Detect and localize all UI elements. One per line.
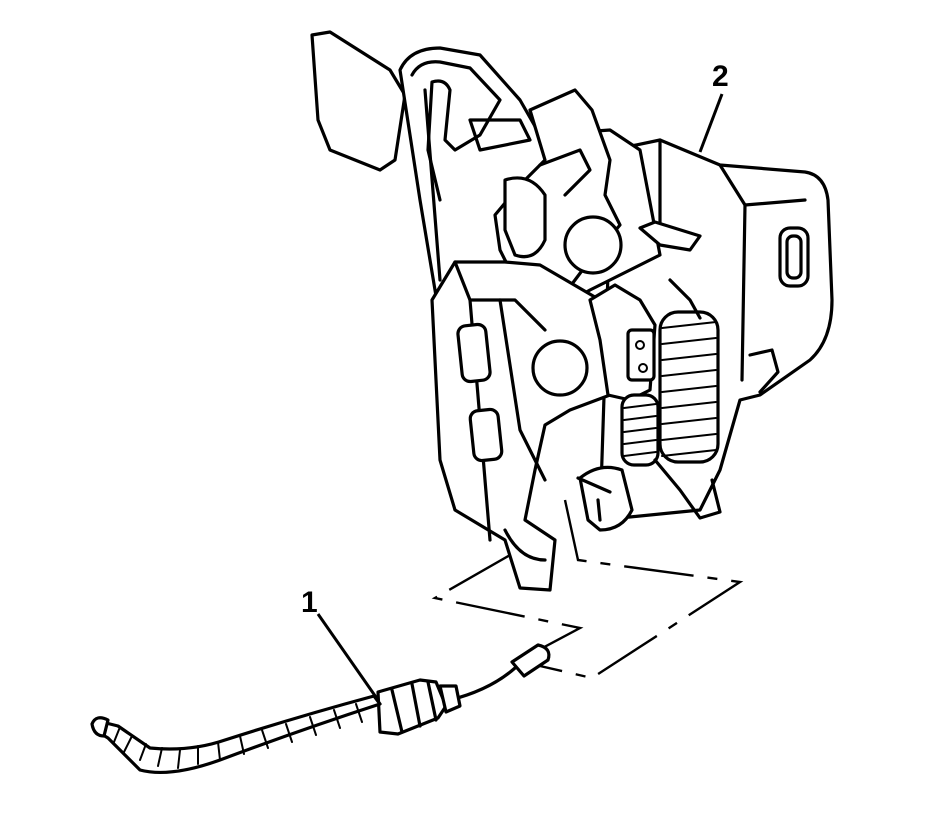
- front-pivot: [531, 339, 589, 397]
- callout-1-label: 1: [301, 586, 318, 619]
- cable-conduit: [96, 694, 382, 775]
- callout-2: 2: [698, 60, 729, 153]
- latch-upper-flange: [310, 30, 407, 172]
- cable-end-fitting: [510, 643, 551, 678]
- cable-routing-guide: [431, 499, 744, 680]
- plate-slot-upper: [456, 322, 492, 384]
- latch-front-plate: [430, 260, 617, 592]
- callout-1: 1: [301, 586, 380, 701]
- hood-release-cable: [90, 643, 551, 775]
- plate-slot-lower: [468, 407, 504, 463]
- catch-pivot: [563, 215, 623, 275]
- callout-2-label: 2: [712, 60, 729, 93]
- cable-bushing: [578, 465, 634, 532]
- latch-spring-small: [620, 393, 660, 467]
- hood-latch-assembly: [310, 30, 834, 592]
- latch-spring-large: [658, 310, 720, 464]
